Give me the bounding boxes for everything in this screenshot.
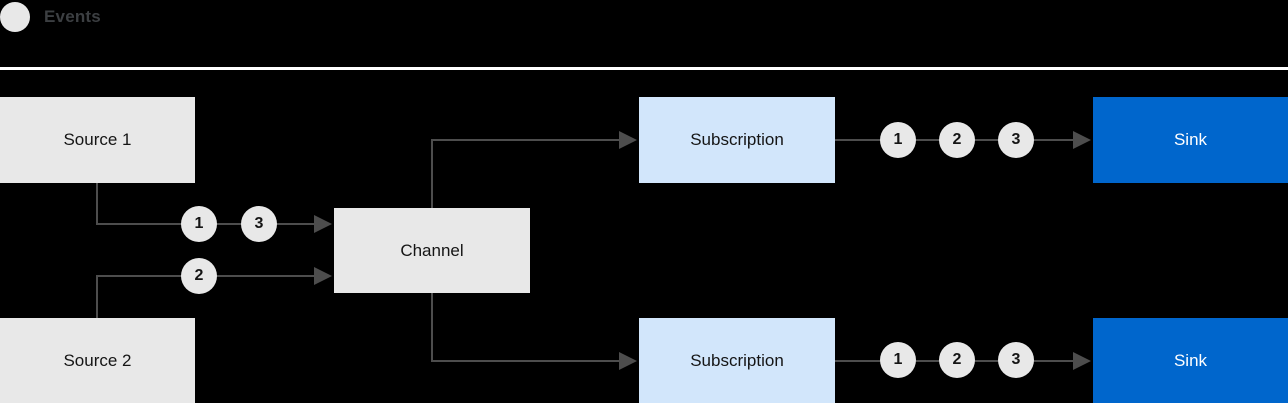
event-bubble: 1 <box>880 122 916 158</box>
event-bubble-label: 1 <box>893 351 903 368</box>
event-bubble: 3 <box>998 342 1034 378</box>
event-bubble: 2 <box>939 122 975 158</box>
event-bubble: 2 <box>939 342 975 378</box>
event-bubble-label: 3 <box>1011 351 1021 368</box>
node-label: Subscription <box>690 130 784 149</box>
node-subscription-2[interactable]: Subscription <box>639 318 835 403</box>
node-label: Channel <box>400 240 464 260</box>
node-channel[interactable]: Channel <box>334 208 530 293</box>
node-label: Source 1 <box>63 130 132 149</box>
node-label: Sink <box>1173 350 1208 370</box>
event-bubble: 1 <box>880 342 916 378</box>
node-sink-1[interactable]: Sink <box>1093 97 1288 183</box>
event-dot-icon <box>0 2 30 32</box>
event-bubble-label: 3 <box>254 215 264 232</box>
event-bubble-label: 2 <box>194 267 204 284</box>
node-sink-2[interactable]: Sink <box>1093 318 1288 403</box>
node-label: Subscription <box>690 350 784 370</box>
legend-label: Events <box>44 7 101 26</box>
event-bubble-label: 1 <box>194 215 204 232</box>
legend: Events <box>0 0 101 34</box>
node-source-2[interactable]: Source 2 <box>0 318 195 403</box>
event-bubble-label: 2 <box>952 131 962 148</box>
node-label: Sink <box>1173 130 1208 149</box>
event-bubble: 2 <box>181 258 217 294</box>
event-bubble: 1 <box>181 206 217 242</box>
event-bubble: 3 <box>241 206 277 242</box>
event-bubble-label: 2 <box>952 351 962 368</box>
node-source-1[interactable]: Source 1 <box>0 97 195 183</box>
header-divider <box>0 67 1288 70</box>
event-bubble-label: 1 <box>893 131 903 148</box>
event-bubble-label: 3 <box>1011 131 1021 148</box>
node-subscription-1[interactable]: Subscription <box>639 97 835 183</box>
event-bubble: 3 <box>998 122 1034 158</box>
node-label: Source 2 <box>63 350 132 370</box>
